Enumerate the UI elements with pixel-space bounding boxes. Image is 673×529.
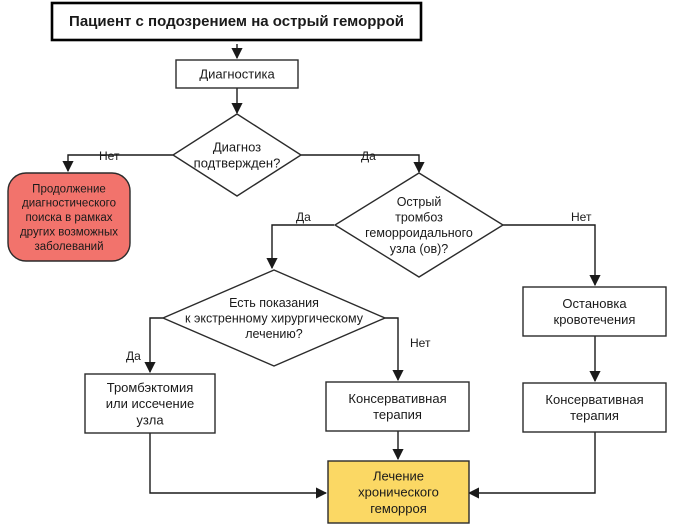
- connector-indications-no: [385, 317, 404, 382]
- text-line: Тромбэктомия: [107, 380, 194, 395]
- text-line: Есть показания: [229, 296, 319, 310]
- text-line: геморроя: [370, 501, 427, 516]
- label-thrombosis-yes: Да: [296, 210, 311, 224]
- text-line: Остановка: [562, 296, 627, 311]
- text-line: подтвержден?: [194, 156, 281, 171]
- text-line: заболеваний: [34, 241, 103, 253]
- diagnostics-node: Диагностика: [175, 59, 299, 89]
- edge-labels: Нет Да Да Нет Да Нет: [99, 149, 592, 363]
- continue-search-label: Продолжение диагностического поиска в рамк…: [20, 183, 118, 253]
- label-thrombosis-no: Нет: [571, 210, 592, 224]
- continue-search-node: Продолжение диагностического поиска в рамк…: [7, 172, 131, 262]
- text-line: Консервативная: [348, 391, 446, 406]
- text-line: других возможных: [20, 226, 118, 238]
- text-line: тромбоз: [395, 211, 443, 225]
- diagnosis-confirmed-label: Диагноз подтвержден?: [194, 139, 281, 170]
- connector-confirmed-no: [62, 154, 173, 173]
- connector-conservative2-chronic: [467, 432, 596, 499]
- text-line: терапия: [373, 407, 422, 422]
- label-indications-no: Нет: [410, 336, 431, 350]
- connector-thrombectomy-chronic: [149, 433, 328, 499]
- label-confirmed-no: Нет: [99, 149, 120, 163]
- text-line: геморроидального: [365, 226, 473, 240]
- connector-thrombosis-no: [503, 224, 601, 287]
- connector-thrombosis-yes: [266, 224, 334, 270]
- text-line: Диагноз: [213, 139, 261, 154]
- text-line: кровотечения: [554, 312, 636, 327]
- title-text: Пациент с подозрением на острый геморрой: [69, 13, 404, 30]
- diagnostics-label: Диагностика: [199, 67, 275, 82]
- text-line: Острый: [397, 195, 442, 209]
- title-node: Пациент с подозрением на острый геморрой: [50, 1, 423, 42]
- text-line: диагностического: [22, 198, 116, 210]
- text-line: к экстренному хирургическому: [185, 311, 364, 325]
- text-line: Диагностика: [199, 67, 275, 82]
- text-line: узла (ов)?: [390, 242, 448, 256]
- text-line: Консервативная: [545, 392, 643, 407]
- connector-indications-yes: [144, 317, 163, 374]
- text-line: лечению?: [245, 327, 303, 341]
- connectors: [62, 44, 601, 499]
- label-confirmed-yes: Да: [361, 149, 376, 163]
- text-line: узла: [136, 412, 164, 427]
- text-line: терапия: [570, 408, 619, 423]
- connector-confirmed-yes: [301, 154, 425, 174]
- text-line: Продолжение: [32, 183, 106, 195]
- diagnosis-confirmed-decision: Диагноз подтвержден?: [171, 113, 303, 197]
- text-line: или иссечение: [106, 396, 194, 411]
- text-line: хронического: [358, 485, 439, 500]
- label-indications-yes: Да: [126, 349, 141, 363]
- text-line: поиска в рамках: [25, 212, 112, 224]
- text-line: Лечение: [373, 468, 424, 483]
